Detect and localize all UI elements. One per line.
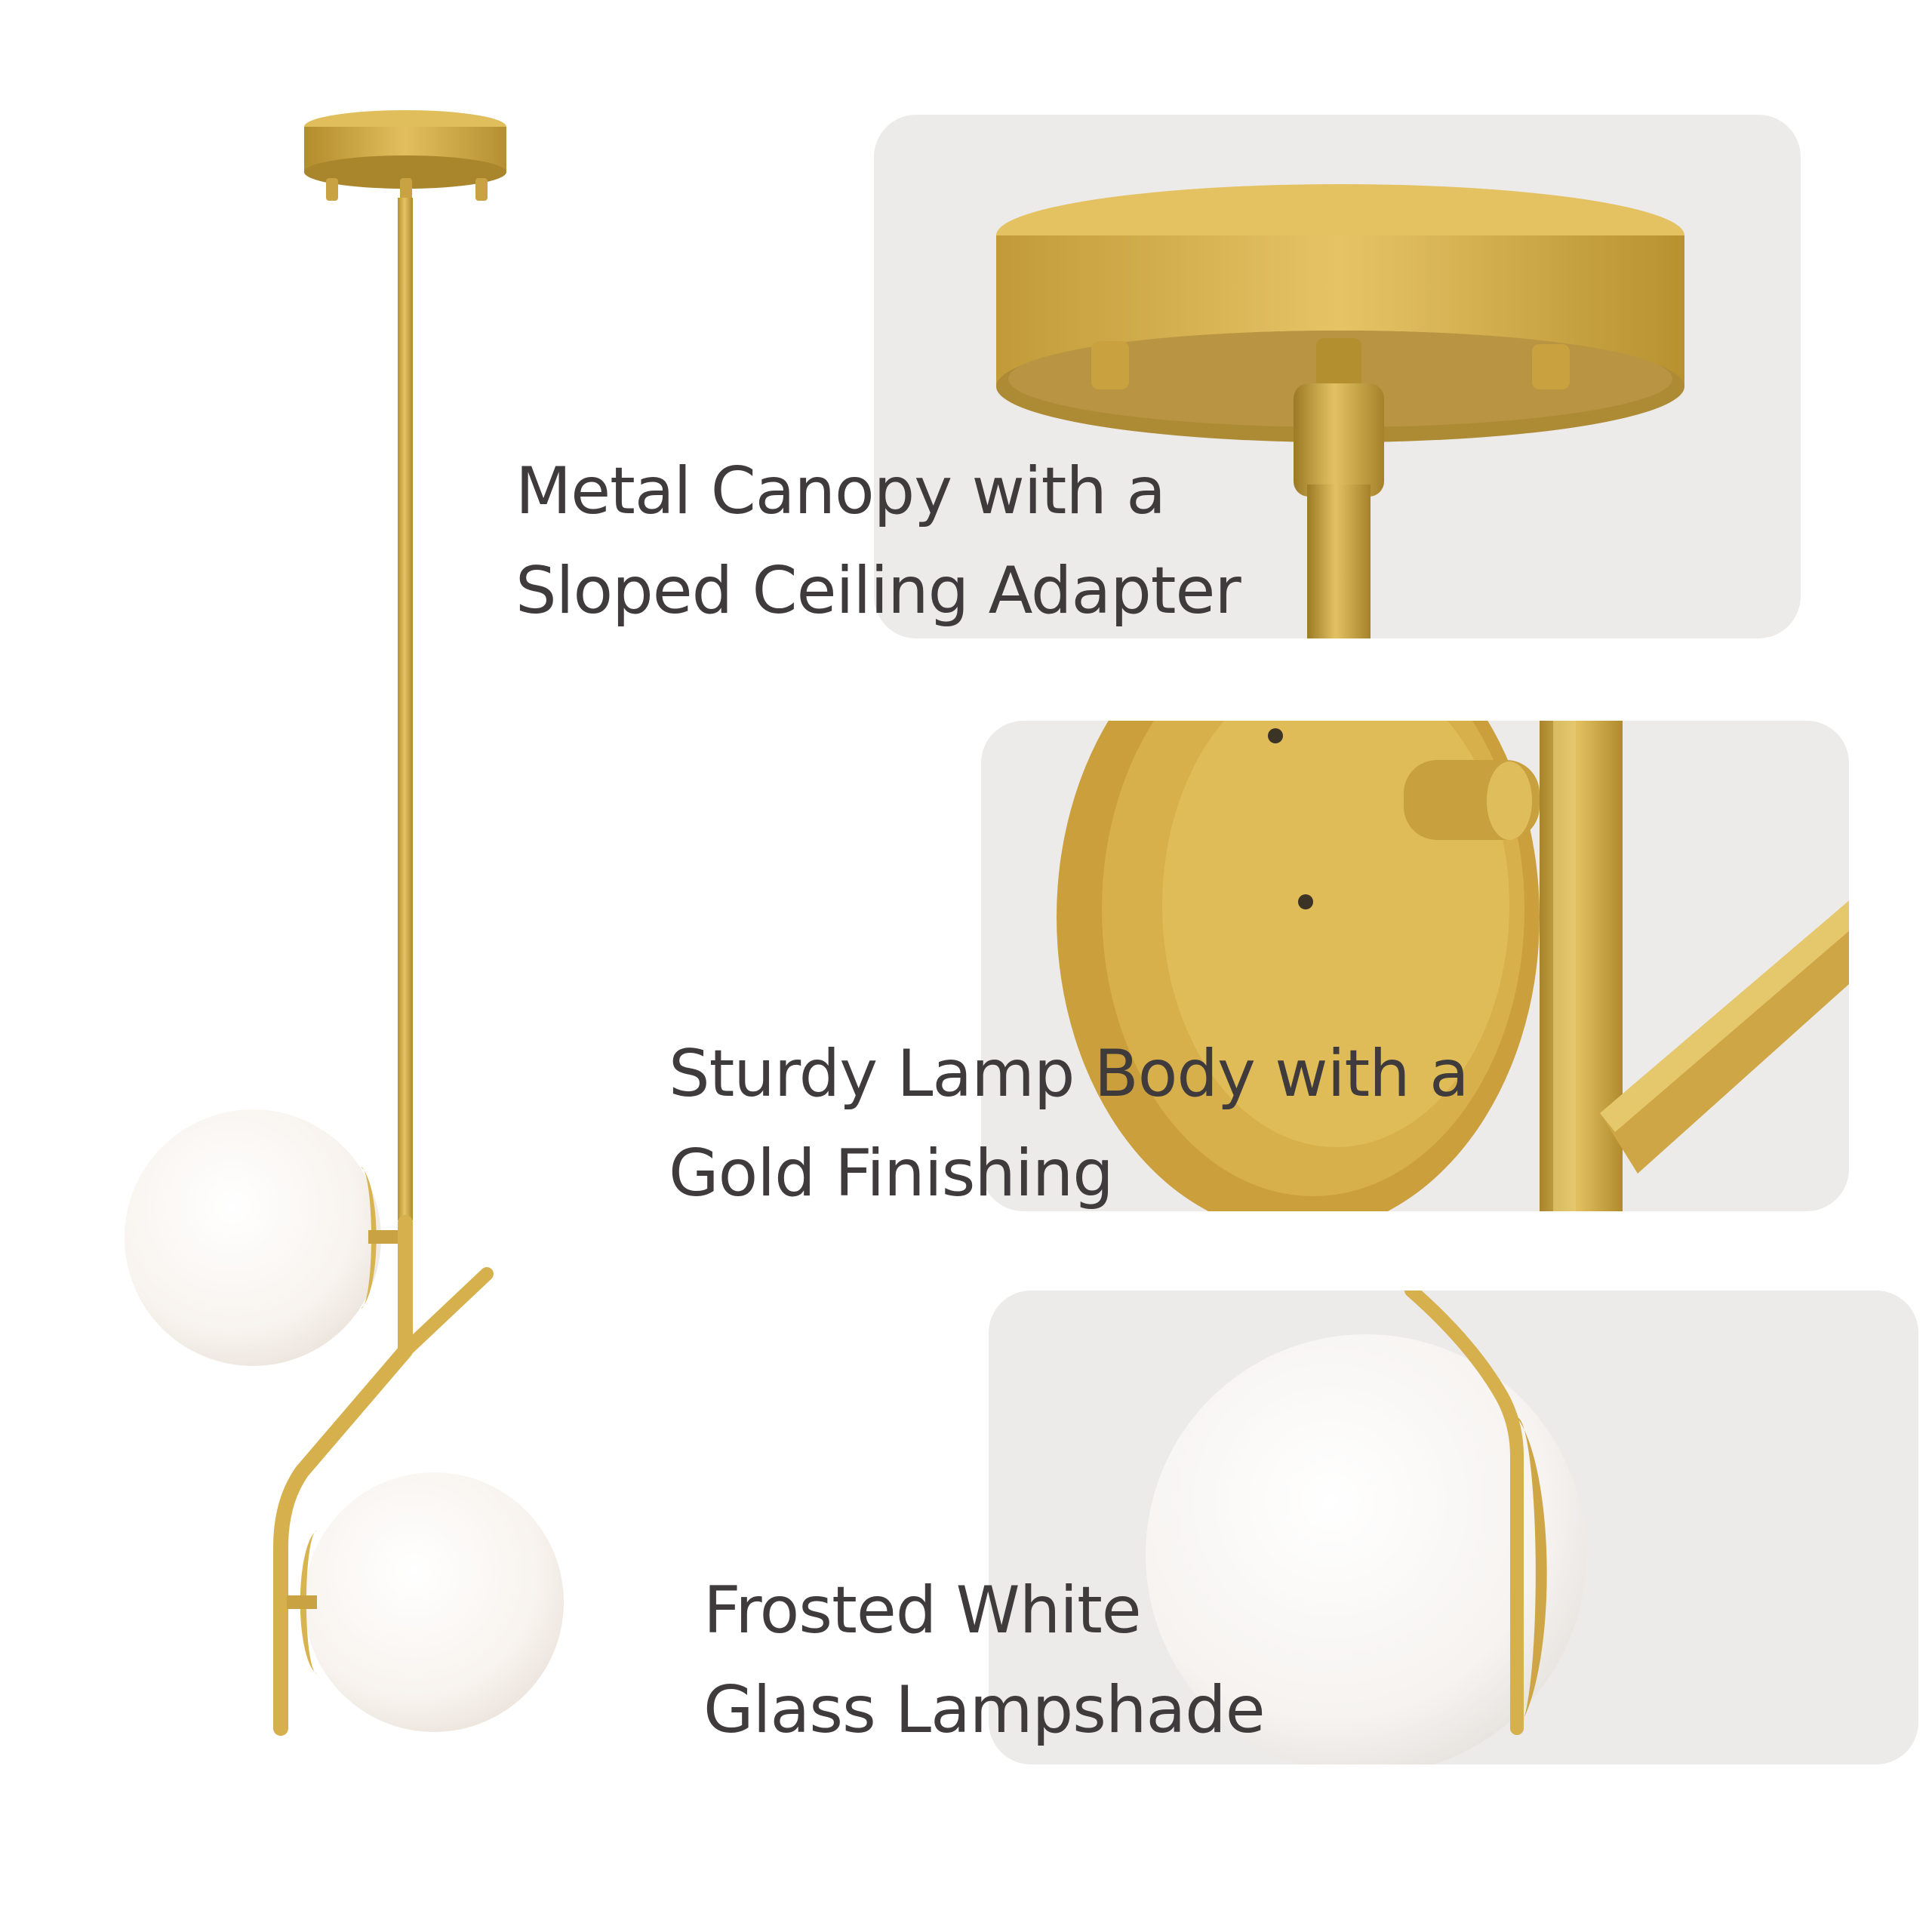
glass-shade-closeup — [1146, 1291, 1586, 1764]
lamp-body-closeup — [1057, 721, 1849, 1211]
canopy — [304, 110, 506, 201]
caption-line: Frosted White — [703, 1573, 1142, 1648]
branch-arm — [398, 1267, 494, 1358]
feature-caption-glass: Frosted White Glass Lampshade — [703, 1561, 1266, 1760]
feature-caption-canopy: Metal Canopy with a Sloped Ceiling Adapt… — [515, 441, 1241, 641]
caption-line: Sloped Ceiling Adapter — [515, 553, 1241, 629]
glass-shade-detail-panel — [989, 1291, 1918, 1764]
lower-globe — [287, 1472, 564, 1732]
main-rod — [398, 198, 413, 1220]
caption-line: Sturdy Lamp Body with a — [669, 1036, 1469, 1112]
canopy-closeup — [996, 184, 1684, 638]
feature-caption-body: Sturdy Lamp Body with a Gold Finishing — [669, 1024, 1469, 1223]
lamp-body-detail-panel — [981, 721, 1849, 1211]
lower-arm — [273, 1215, 413, 1736]
caption-line: Metal Canopy with a — [515, 454, 1166, 529]
caption-line: Glass Lampshade — [703, 1672, 1266, 1748]
upper-globe — [125, 1109, 398, 1366]
canopy-detail-panel — [874, 115, 1801, 638]
caption-line: Gold Finishing — [669, 1136, 1114, 1211]
